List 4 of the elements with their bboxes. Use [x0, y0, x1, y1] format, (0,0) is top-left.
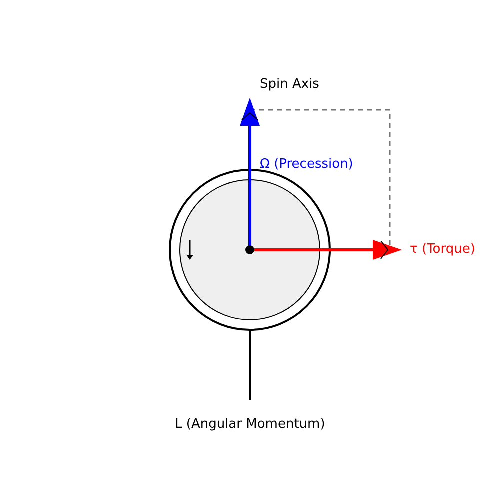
vector-label: τ (Torque) — [410, 242, 476, 258]
vector-label: Ω (Precession) — [260, 157, 354, 173]
vector-label: L (Angular Momentum) — [175, 417, 326, 433]
axis-label: Spin Axis — [260, 77, 320, 93]
